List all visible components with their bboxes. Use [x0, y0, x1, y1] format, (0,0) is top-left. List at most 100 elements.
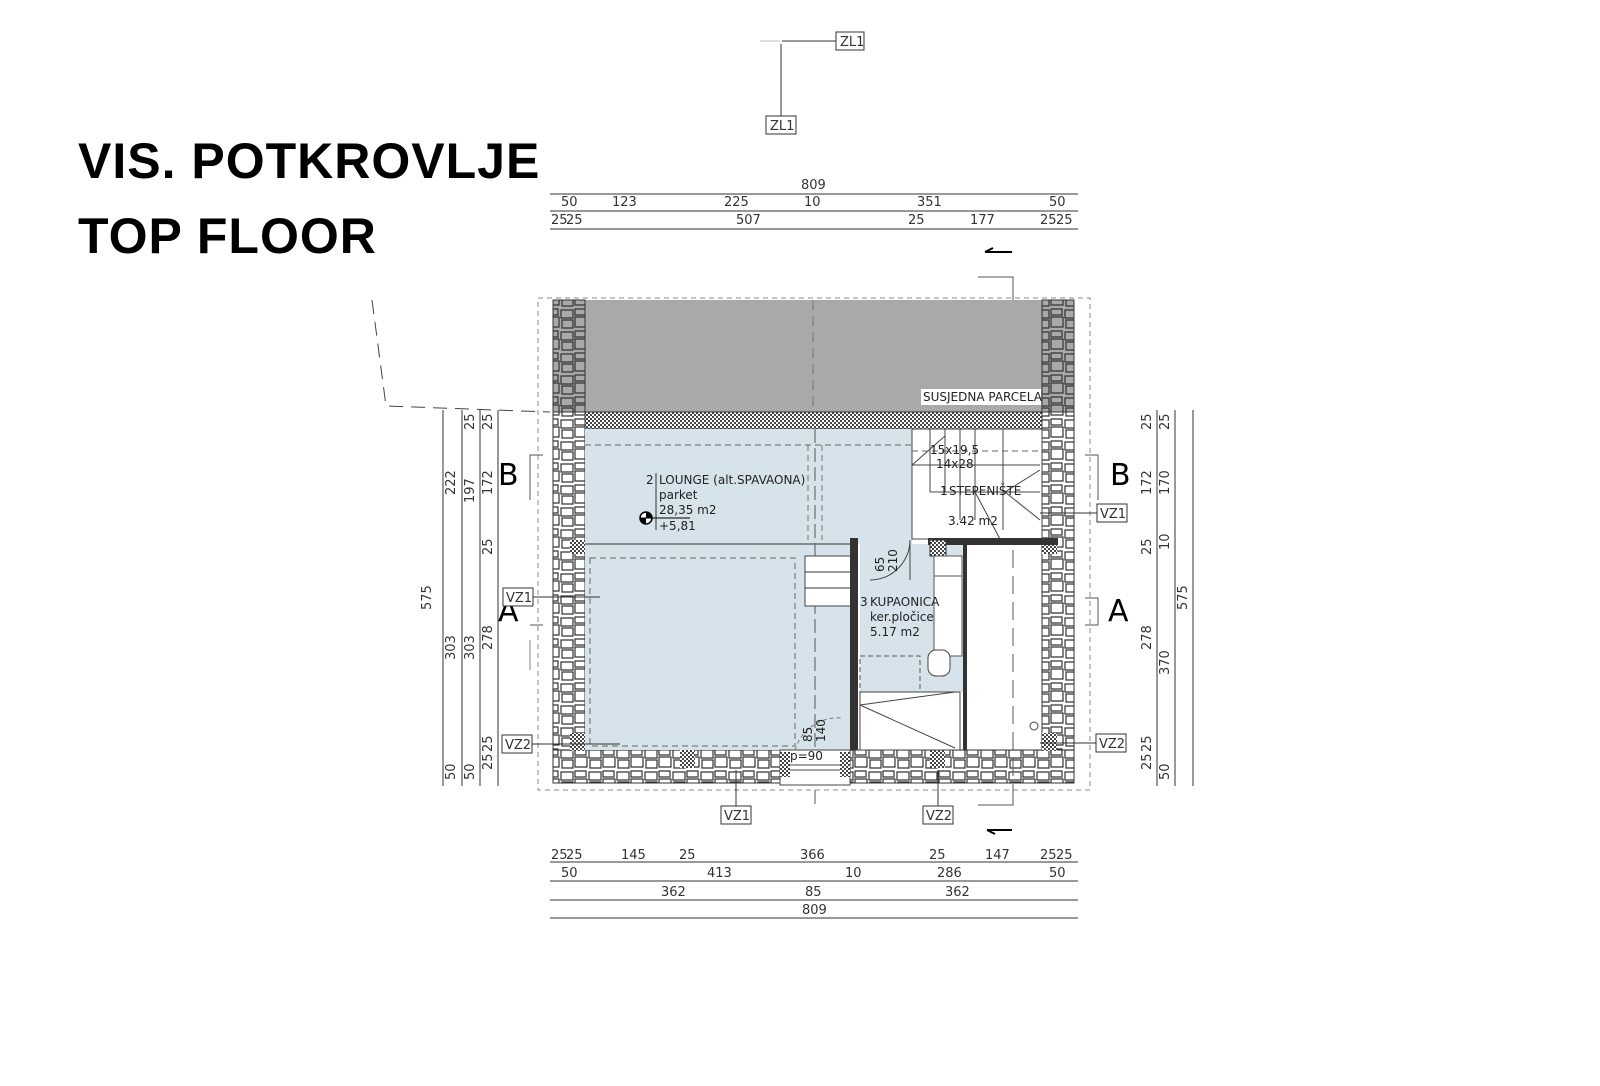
dim-top: 351: [917, 195, 942, 210]
room-number: 3: [860, 595, 868, 609]
stone-wall-left: [552, 411, 586, 753]
svg-text:ZL1: ZL1: [840, 35, 864, 50]
dim-top: 507: [736, 213, 761, 228]
drawing-title-line2: TOP FLOOR: [78, 208, 377, 264]
dim-bottom: 145: [621, 848, 646, 863]
svg-text:VZ1: VZ1: [506, 591, 532, 606]
left-dimensions: [442, 410, 499, 786]
dim-bottom: 25: [551, 848, 568, 863]
svg-text:VZ2: VZ2: [1099, 737, 1125, 752]
room-number: 1: [940, 484, 948, 498]
dim-bottom: 25: [1040, 848, 1057, 863]
dim-top: 25: [908, 213, 925, 228]
site-boundary-line: [371, 299, 551, 413]
vz1-tag-left: VZ1: [502, 587, 600, 607]
neighbor-wall-left: [552, 299, 586, 413]
dim-left: 25: [481, 753, 496, 770]
dim-right: 25: [1140, 735, 1155, 752]
dim-bottom-overall: 809: [802, 903, 827, 918]
top-dimensions: [550, 193, 1078, 230]
dim-bottom: 362: [661, 885, 686, 900]
dim-right: 10: [1158, 533, 1173, 550]
dim-bottom: 25: [566, 848, 583, 863]
dim-right: 25: [1140, 413, 1155, 430]
room-name-lounge: LOUNGE (alt.SPAVAONA): [659, 473, 805, 487]
dim-left: 303: [463, 635, 478, 660]
bathroom-wall: [850, 538, 858, 750]
bathroom-door-swing[interactable]: [869, 539, 911, 581]
dim-left: 50: [444, 763, 459, 780]
dim-right: 50: [1158, 763, 1173, 780]
dim-right: 170: [1158, 470, 1173, 495]
dim-right: 25: [1158, 413, 1173, 430]
room-area-stairs: 3.42 m2: [948, 514, 998, 528]
dim-bottom: 147: [985, 848, 1010, 863]
dim-left: 50: [463, 763, 478, 780]
vz1-tag-bottom: VZ1: [720, 770, 752, 825]
dim-left: 25: [481, 413, 496, 430]
dim-left-overall: 575: [420, 585, 435, 610]
room-number: 2: [646, 473, 654, 487]
dim-right: 172: [1140, 470, 1155, 495]
dim-left: 278: [481, 625, 496, 650]
right-dimensions: [1156, 410, 1194, 786]
party-wall-slab: [567, 411, 1059, 430]
staircase[interactable]: [911, 428, 1043, 540]
room-name-stairs: STEPENIŠTE: [949, 483, 1021, 498]
dim-top: 25: [566, 213, 583, 228]
dim-top: 123: [612, 195, 637, 210]
dim-left: 25: [463, 413, 478, 430]
dim-top-overall: 809: [801, 178, 826, 193]
stair-dimension: 14x28: [936, 457, 974, 471]
dim-left: 222: [444, 470, 459, 495]
dim-left: 303: [444, 635, 459, 660]
level-marker-value: +5,81: [659, 519, 696, 533]
dim-top: 50: [561, 195, 578, 210]
neighbor-wall-right: [1041, 299, 1075, 413]
zl1-tag-mid: ZL1: [765, 44, 797, 135]
zl1-tag-top: ZL1: [760, 31, 865, 51]
dim-top: 10: [804, 195, 821, 210]
svg-text:VZ2: VZ2: [505, 738, 531, 753]
dim-top: 25: [551, 213, 568, 228]
dim-top: 50: [1049, 195, 1066, 210]
window-height: 140: [814, 719, 828, 742]
section-arrow-bottom: [978, 790, 1014, 835]
level-marker-icon: [639, 511, 690, 525]
dim-top: 25: [1040, 213, 1057, 228]
room-floor-bathroom: ker.pločice: [870, 610, 934, 624]
section-b-right: B: [1110, 458, 1131, 493]
bottom-dimensions: [550, 861, 1078, 919]
dim-bottom: 50: [1049, 866, 1066, 881]
vz2-tag-right: VZ2: [1040, 733, 1127, 753]
dim-top: 177: [970, 213, 995, 228]
room-name-bathroom: KUPAONICA: [870, 595, 940, 609]
room-area-bathroom: 5.17 m2: [870, 625, 920, 639]
section-a-right: A: [1108, 594, 1129, 629]
dim-right: 278: [1140, 625, 1155, 650]
parapet-height: p=90: [790, 749, 823, 763]
room-lounge-upper[interactable]: [585, 429, 912, 544]
dim-left: 25: [481, 735, 496, 752]
dim-right: 370: [1158, 650, 1173, 675]
stair-dimension: 15x19,5: [930, 443, 979, 457]
door-height: 210: [886, 549, 900, 572]
dim-bottom: 286: [937, 866, 962, 881]
dim-bottom: 413: [707, 866, 732, 881]
svg-text:VZ1: VZ1: [724, 809, 750, 824]
stone-wall-right: [1041, 411, 1075, 753]
window-bottom[interactable]: [779, 749, 851, 786]
svg-text:VZ1: VZ1: [1100, 507, 1126, 522]
vz1-tag-right: VZ1: [1040, 503, 1128, 523]
dim-right-overall: 575: [1176, 585, 1191, 610]
dim-bottom: 25: [929, 848, 946, 863]
neighbor-parcel-label: SUSJEDNA PARCELA: [923, 390, 1043, 404]
dim-bottom: 25: [679, 848, 696, 863]
dim-top: 25: [1056, 213, 1073, 228]
dim-top: 225: [724, 195, 749, 210]
svg-text:ZL1: ZL1: [770, 119, 794, 134]
room-area-lounge: 28,35 m2: [659, 503, 717, 517]
dim-bottom: 10: [845, 866, 862, 881]
svg-text:VZ2: VZ2: [926, 809, 952, 824]
